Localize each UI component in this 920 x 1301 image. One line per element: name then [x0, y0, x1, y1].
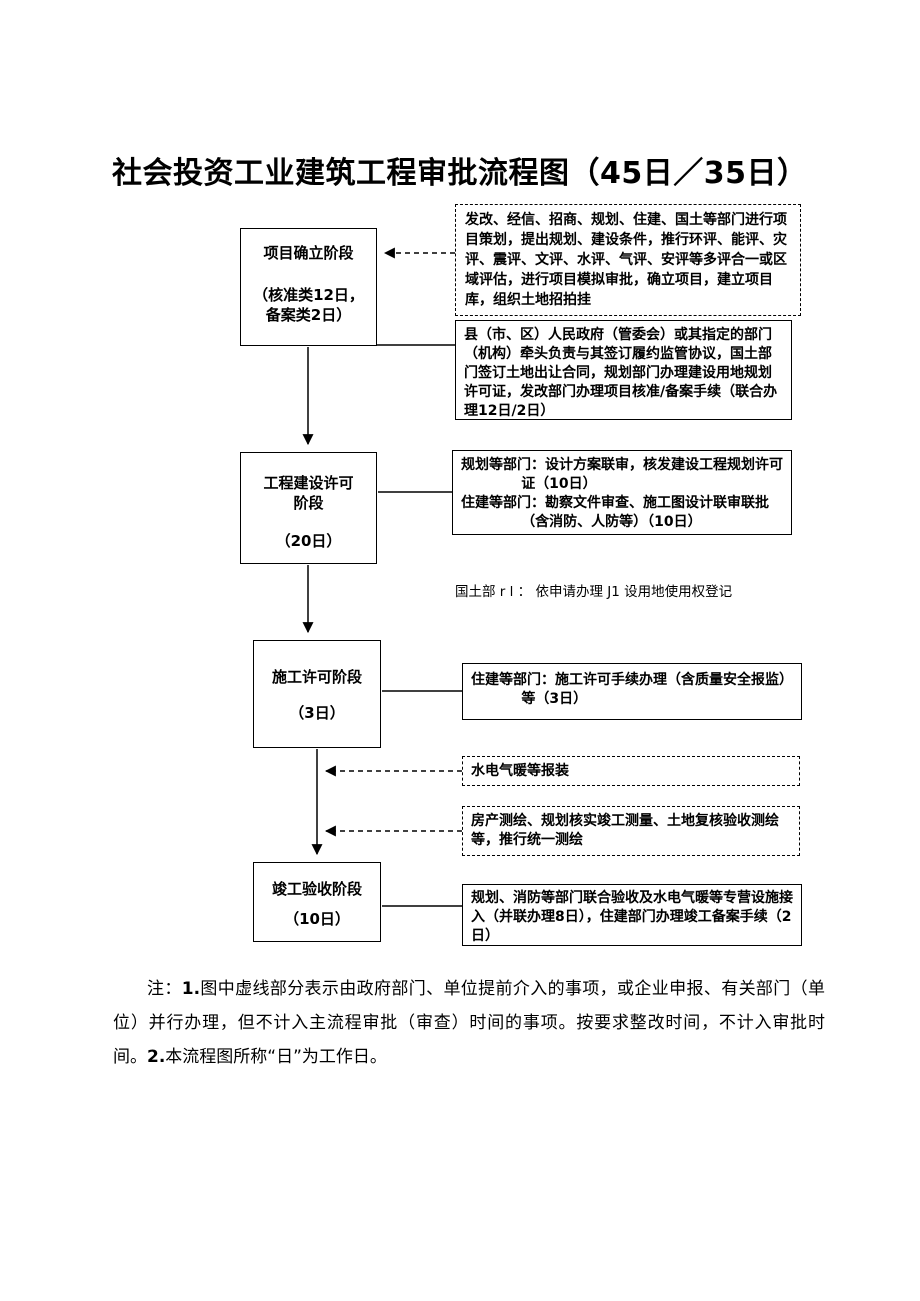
- flowchart-title: 社会投资工业建筑工程审批流程图（45日／35日）: [112, 156, 808, 191]
- footnote: 注：1.图中虚线部分表示由政府部门、单位提前介入的事项，或企业申报、有关部门（单…: [113, 972, 825, 1074]
- stage-box-work-permit: 施工许可阶段 （3日）: [253, 640, 381, 748]
- detail-box-government-agreement: 县（市、区）人民政府（管委会）或其指定的部门（机构）牵头负责与其签订履约监管协议…: [455, 320, 792, 420]
- stage-name: 施工许可阶段: [271, 668, 362, 686]
- footnote-body-2: 本流程图所称“日”为工作日。: [165, 1047, 387, 1067]
- footnote-prefix: 注：: [147, 979, 182, 999]
- stage-duration: （核准类12日，: [253, 286, 364, 304]
- stage-duration: （20日）: [275, 532, 342, 550]
- footnote-body-1: 图中虚线部分表示由政府部门、单位提前介入的事项，或企业申报、有关部门（单位）并行…: [113, 979, 826, 1067]
- stage-box-completion-acceptance: 竣工验收阶段 （10日）: [253, 862, 381, 942]
- detail-box-utilities-installation: 水电气暖等报装: [462, 756, 800, 786]
- detail-box-construction-permit: 住建等部门：施工许可手续办理（含质量安全报监）等（3日）: [462, 663, 802, 720]
- stage-duration: 备案类2日）: [265, 306, 352, 324]
- land-registration-note: 国土部 r l ： 依申请办理 J1 设用地使用权登记: [455, 584, 733, 600]
- detail-box-joint-acceptance: 规划、消防等部门联合验收及水电气暖等专营设施接入（并联办理8日），住建部门办理竣…: [462, 884, 802, 946]
- stage-box-project-establishment: 项目确立阶段 （核准类12日， 备案类2日）: [240, 228, 377, 346]
- detail-box-project-planning: 发改、经信、招商、规划、住建、国土等部门进行项目策划，提出规划、建设条件，推行环…: [455, 204, 801, 316]
- stage-name: 工程建设许可: [263, 474, 354, 492]
- footnote-number-2: 2.: [147, 1047, 166, 1067]
- stage-box-construction-permit: 工程建设许可 阶段 （20日）: [240, 452, 377, 564]
- stage-name: 项目确立阶段: [263, 244, 354, 262]
- stage-name: 阶段: [293, 494, 324, 512]
- detail-box-surveying: 房产测绘、规划核实竣工测量、土地复核验收测绘等，推行统一测绘: [462, 806, 800, 856]
- detail-box-permit-review: 规划等部门：设计方案联审，核发建设工程规划许可证（10日） 住建等部门：勘察文件…: [452, 450, 792, 535]
- stage-name: 竣工验收阶段: [271, 880, 362, 898]
- stage-duration: （3日）: [289, 704, 345, 722]
- construction-permit-text: 住建等部门：施工许可手续办理（含质量安全报监）等（3日）: [471, 672, 793, 707]
- permit-review-item-planning: 规划等部门：设计方案联审，核发建设工程规划许可证（10日）: [461, 457, 783, 492]
- stage-duration: （10日）: [284, 910, 350, 928]
- permit-review-item-housing: 住建等部门：勘察文件审查、施工图设计联审联批（含消防、人防等）（10日）: [461, 495, 769, 530]
- footnote-number-1: 1.: [181, 979, 201, 999]
